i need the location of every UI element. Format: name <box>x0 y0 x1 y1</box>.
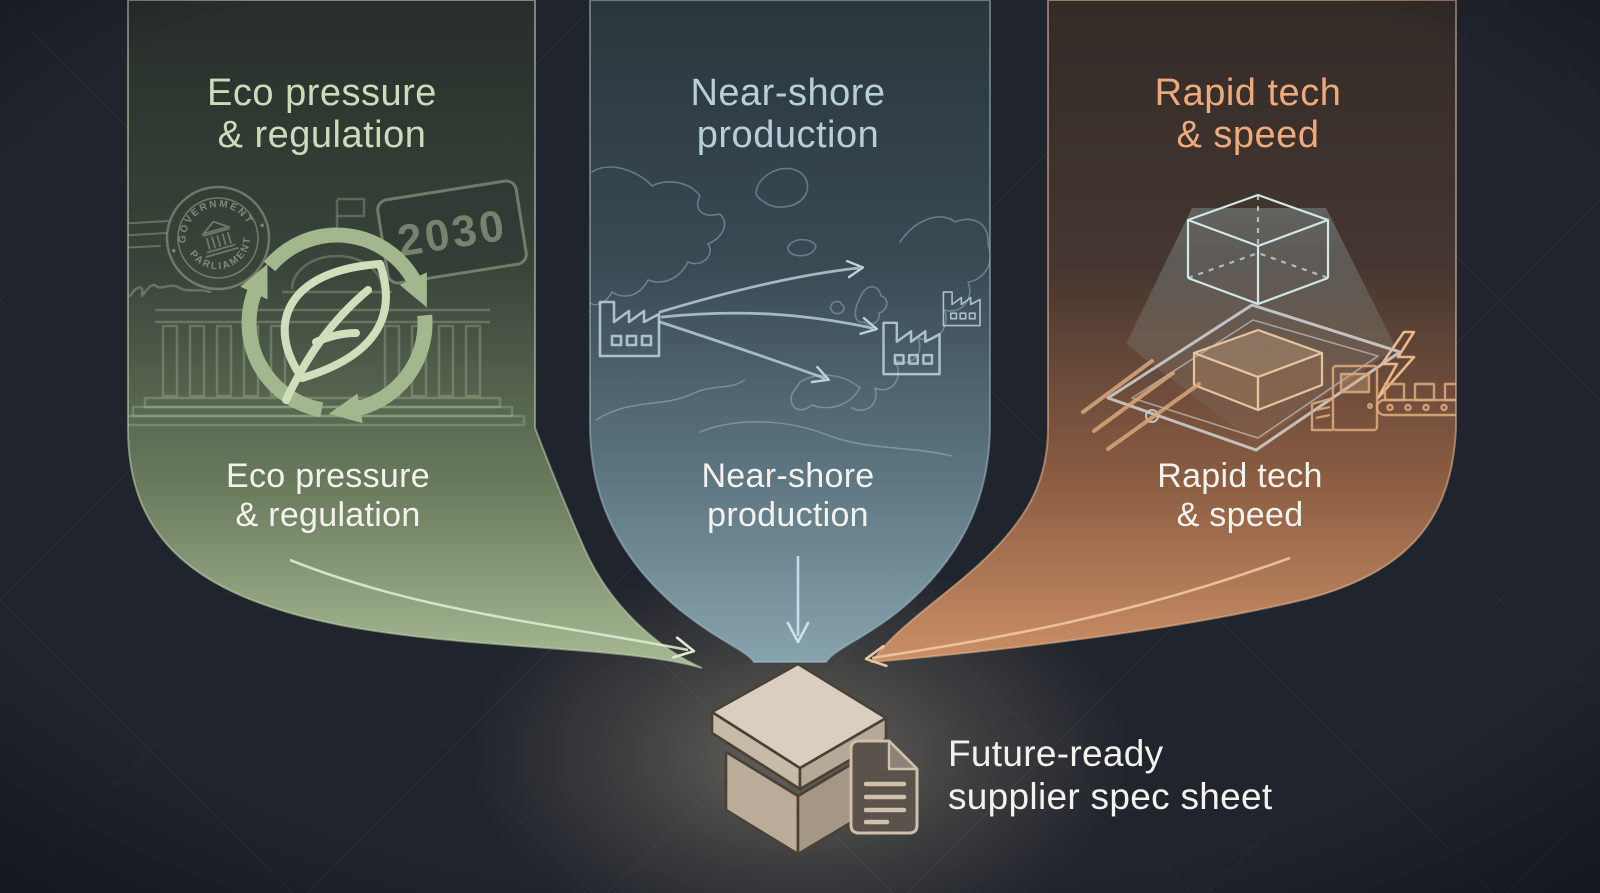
outcome-line1: Future-ready <box>948 733 1164 774</box>
outcome-line2: supplier spec sheet <box>948 776 1273 817</box>
outcome-group: Future-ready supplier spec sheet <box>710 662 1273 856</box>
spec-sheet-document-icon <box>849 739 919 835</box>
